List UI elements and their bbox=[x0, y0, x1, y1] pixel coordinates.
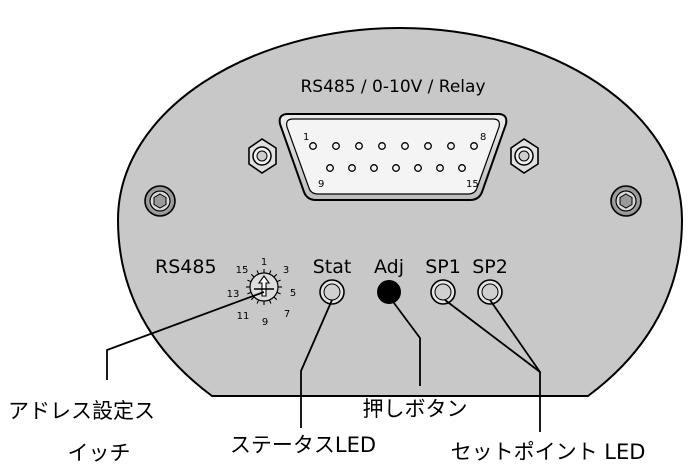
sp2-label: SP2 bbox=[472, 256, 508, 278]
pin-row-top bbox=[309, 142, 478, 150]
pin-label-15: 15 bbox=[466, 179, 479, 190]
rs485-switch-label: RS485 bbox=[155, 256, 217, 278]
stat-led bbox=[319, 279, 345, 305]
adj-label: Adj bbox=[374, 256, 404, 278]
sp1-led bbox=[430, 279, 456, 305]
dsub-15-connector: 1 8 9 15 bbox=[278, 113, 508, 201]
left-mounting-screw bbox=[144, 185, 176, 217]
switch-position-numbers: 1 3 5 7 9 11 13 15 bbox=[227, 257, 297, 328]
pin-row-bottom bbox=[326, 164, 466, 172]
leader-push-button bbox=[390, 298, 421, 386]
address-switch-callout-line1: アドレス設定ス bbox=[8, 399, 155, 423]
status-led-callout: ステータスLED bbox=[230, 433, 376, 457]
pin-label-1: 1 bbox=[303, 132, 309, 143]
svg-text:5: 5 bbox=[290, 288, 296, 299]
svg-text:13: 13 bbox=[227, 289, 240, 300]
svg-text:1: 1 bbox=[261, 257, 267, 268]
device-housing bbox=[116, 26, 684, 397]
leader-sp2-led bbox=[489, 299, 541, 373]
leader-address-switch bbox=[106, 291, 265, 380]
sp2-led bbox=[477, 279, 503, 305]
leader-lines bbox=[106, 291, 541, 432]
sp1-label: SP1 bbox=[425, 256, 461, 278]
svg-text:15: 15 bbox=[236, 265, 249, 276]
svg-text:7: 7 bbox=[284, 309, 290, 320]
pin-label-8: 8 bbox=[480, 132, 486, 143]
right-hex-standoff bbox=[510, 138, 539, 174]
leader-status-led bbox=[300, 299, 333, 428]
svg-text:9: 9 bbox=[262, 317, 268, 328]
right-mounting-screw bbox=[610, 185, 642, 217]
svg-text:11: 11 bbox=[237, 311, 250, 322]
left-hex-standoff bbox=[248, 138, 277, 174]
address-rotary-switch[interactable] bbox=[246, 269, 282, 305]
adj-push-button[interactable] bbox=[377, 280, 401, 304]
address-switch-callout-line2: イッチ bbox=[68, 441, 131, 465]
setpoint-led-callout: セットポイント LED bbox=[451, 440, 646, 464]
pin-label-9: 9 bbox=[318, 179, 324, 190]
stat-label: Stat bbox=[313, 256, 352, 278]
svg-text:3: 3 bbox=[283, 265, 289, 276]
push-button-callout: 押しボタン bbox=[363, 397, 468, 421]
connector-label: RS485 / 0-10V / Relay bbox=[300, 77, 485, 97]
